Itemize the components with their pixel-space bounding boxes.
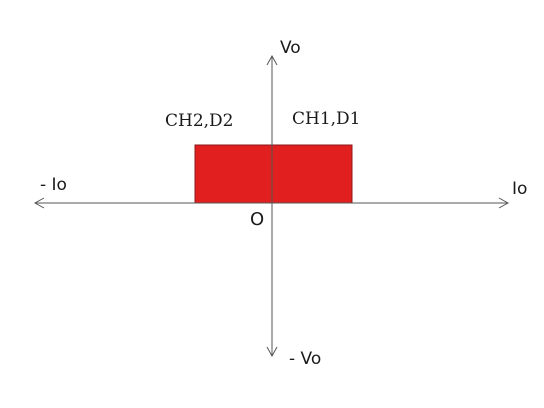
- vo-axis-arrow-down: [266, 346, 278, 358]
- io-axis-arrow-left: [33, 197, 45, 209]
- quadrant-2-label: CH2,D2: [165, 111, 234, 131]
- vo-positive-label: Vo: [280, 38, 301, 58]
- io-negative-label: - Io: [40, 175, 67, 195]
- io-positive-label: Io: [512, 179, 527, 199]
- io-axis-arrow-right: [498, 197, 510, 209]
- quadrant-1-label: CH1,D1: [292, 109, 361, 129]
- operating-region: [194, 144, 353, 204]
- vo-axis-arrow-up: [266, 54, 278, 66]
- vo-negative-label: - Vo: [289, 349, 321, 369]
- origin-label: O: [250, 209, 264, 230]
